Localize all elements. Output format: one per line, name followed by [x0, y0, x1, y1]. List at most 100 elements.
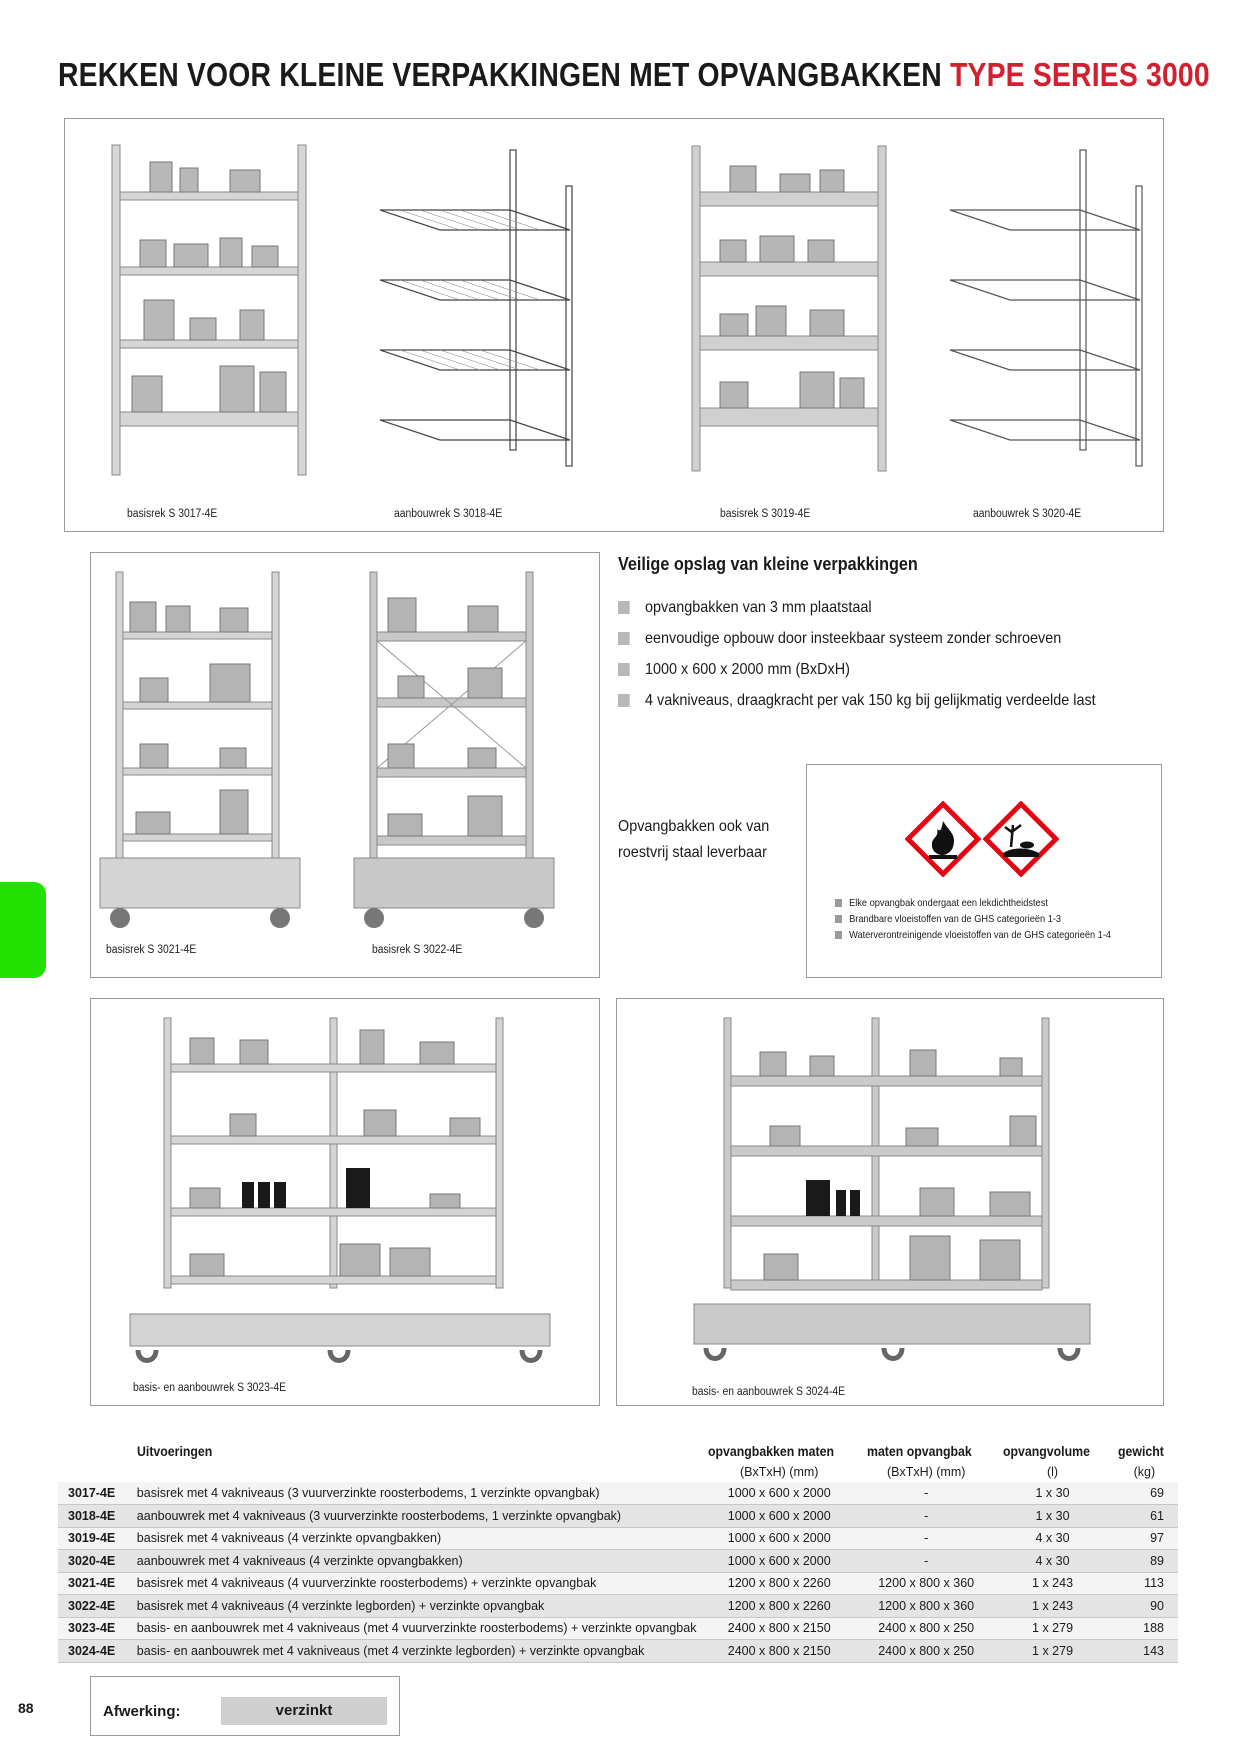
ghs-note: Brandbare vloeistoffen van de GHS catego…	[835, 911, 1111, 927]
rack-image-3021	[99, 571, 301, 928]
ghs-info-box: Elke opvangbak ondergaat een lekdichthei…	[806, 764, 1162, 978]
ghs-note: Waterverontreinigende vloeistoffen van d…	[835, 927, 1111, 943]
row-volume: 4 x 30	[994, 1549, 1111, 1572]
table-units-row: (BxTxH) (mm) (BxTxH) (mm) (l) (kg)	[58, 1462, 1178, 1482]
flame-pictogram-icon	[905, 801, 981, 877]
row-sump-size: 2400 x 800 x 250	[857, 1639, 995, 1662]
unit-volume: (l)	[1046, 1465, 1059, 1479]
row-tray-size: 1000 x 600 x 2000	[700, 1527, 858, 1550]
unit-sump: (BxTxH) (mm)	[886, 1465, 966, 1479]
row-description: basis- en aanbouwrek met 4 vakniveaus (m…	[132, 1617, 701, 1640]
row-tray-size: 2400 x 800 x 2150	[700, 1639, 858, 1662]
row-volume: 1 x 279	[994, 1639, 1111, 1662]
bullet-square-icon	[835, 915, 843, 923]
feature-item: eenvoudige opbouw door insteekbaar syste…	[618, 623, 1096, 654]
row-volume: 1 x 30	[994, 1504, 1111, 1527]
features-title: Veilige opslag van kleine verpakkingen	[618, 554, 918, 574]
row-weight: 89	[1110, 1549, 1178, 1572]
feature-item: 4 vakniveaus, draagkracht per vak 150 kg…	[618, 685, 1096, 716]
unit-trays: (BxTxH) (mm)	[739, 1465, 819, 1479]
row-tray-size: 2400 x 800 x 2150	[700, 1617, 858, 1640]
section-tab	[0, 882, 46, 978]
row-volume: 1 x 279	[994, 1617, 1111, 1640]
page-number: 88	[18, 1700, 34, 1716]
page-title: REKKEN VOOR KLEINE VERPAKKINGEN MET OPVA…	[58, 56, 1210, 94]
row-code: 3022-4E	[58, 1594, 133, 1617]
ghs-notes-list: Elke opvangbak ondergaat een lekdichthei…	[835, 895, 1149, 943]
row-code: 3018-4E	[58, 1504, 133, 1527]
caption-3018: aanbouwrek S 3018-4E	[394, 508, 503, 520]
row-weight: 61	[1110, 1504, 1178, 1527]
row-sump-size: -	[857, 1527, 995, 1550]
col-trays-header: opvangbakken maten	[707, 1443, 834, 1459]
col-weight-header: gewicht	[1118, 1443, 1165, 1459]
title-main: REKKEN VOOR KLEINE VERPAKKINGEN MET OPVA…	[58, 56, 950, 93]
row-volume: 1 x 243	[994, 1594, 1111, 1617]
row-volume: 1 x 30	[994, 1482, 1111, 1505]
row-weight: 143	[1110, 1639, 1178, 1662]
stainless-note: Opvangbakken ook van roestvrij staal lev…	[618, 818, 770, 861]
row-tray-size: 1200 x 800 x 2260	[700, 1594, 858, 1617]
row-weight: 69	[1110, 1482, 1178, 1505]
row-tray-size: 1000 x 600 x 2000	[700, 1504, 858, 1527]
row-tray-size: 1000 x 600 x 2000	[700, 1549, 858, 1572]
col-code-header	[58, 1440, 133, 1462]
feature-item: opvangbakken van 3 mm plaatstaal	[618, 592, 1096, 623]
col-sump-header: maten opvangbak	[866, 1443, 972, 1459]
rack-image-3024	[693, 1017, 1091, 1361]
row-code: 3019-4E	[58, 1527, 133, 1550]
finish-value: verzinkt	[221, 1697, 387, 1725]
caption-3021: basisrek S 3021-4E	[106, 944, 197, 956]
rack-image-3022	[353, 571, 555, 928]
caption-3020: aanbouwrek S 3020-4E	[973, 508, 1082, 520]
caption-3017: basisrek S 3017-4E	[127, 508, 218, 520]
row-description: basisrek met 4 vakniveaus (3 vuurverzink…	[132, 1482, 701, 1505]
finish-label: Afwerking:	[103, 1703, 181, 1720]
bullet-square-icon	[618, 632, 630, 645]
caption-3023: basis- en aanbouwrek S 3023-4E	[133, 1382, 287, 1394]
features-list: opvangbakken van 3 mm plaatstaal eenvoud…	[618, 592, 1149, 716]
col-volume-header: opvangvolume	[1003, 1443, 1091, 1459]
row-sump-size: -	[857, 1549, 995, 1572]
row-sump-size: 1200 x 800 x 360	[857, 1572, 995, 1595]
rack-image-3017	[111, 144, 307, 476]
environment-pictogram-icon	[983, 801, 1059, 877]
row-description: aanbouwrek met 4 vakniveaus (3 vuurverzi…	[132, 1504, 701, 1527]
row-sump-size: 1200 x 800 x 360	[857, 1594, 995, 1617]
table-header-row: Uitvoeringen opvangbakken maten maten op…	[58, 1440, 1178, 1462]
rack-image-3018	[379, 149, 573, 467]
row-code: 3023-4E	[58, 1617, 133, 1640]
ghs-note: Elke opvangbak ondergaat een lekdichthei…	[835, 895, 1111, 911]
col-uitvoeringen-header: Uitvoeringen	[136, 1443, 213, 1459]
row-sump-size: -	[857, 1504, 995, 1527]
row-weight: 188	[1110, 1617, 1178, 1640]
bullet-square-icon	[618, 663, 630, 676]
row-code: 3024-4E	[58, 1639, 133, 1662]
row-code: 3017-4E	[58, 1482, 133, 1505]
spec-table: Uitvoeringen opvangbakken maten maten op…	[58, 1440, 1178, 1663]
row-weight: 90	[1110, 1594, 1178, 1617]
feature-item: 1000 x 600 x 2000 mm (BxDxH)	[618, 654, 1096, 685]
row-tray-size: 1000 x 600 x 2000	[700, 1482, 858, 1505]
bullet-square-icon	[835, 931, 843, 939]
unit-weight: (kg)	[1133, 1465, 1156, 1479]
row-sump-size: -	[857, 1482, 995, 1505]
rack-image-3023	[129, 1017, 551, 1363]
row-description: aanbouwrek met 4 vakniveaus (4 verzinkte…	[132, 1549, 701, 1572]
row-description: basisrek met 4 vakniveaus (4 vuurverzink…	[132, 1572, 701, 1595]
caption-3019: basisrek S 3019-4E	[720, 508, 811, 520]
rack-image-3019	[691, 145, 887, 472]
row-code: 3021-4E	[58, 1572, 133, 1595]
caption-3022: basisrek S 3022-4E	[372, 944, 463, 956]
title-accent: TYPE SERIES 3000	[949, 56, 1210, 93]
row-code: 3020-4E	[58, 1549, 133, 1572]
row-tray-size: 1200 x 800 x 2260	[700, 1572, 858, 1595]
row-weight: 97	[1110, 1527, 1178, 1550]
